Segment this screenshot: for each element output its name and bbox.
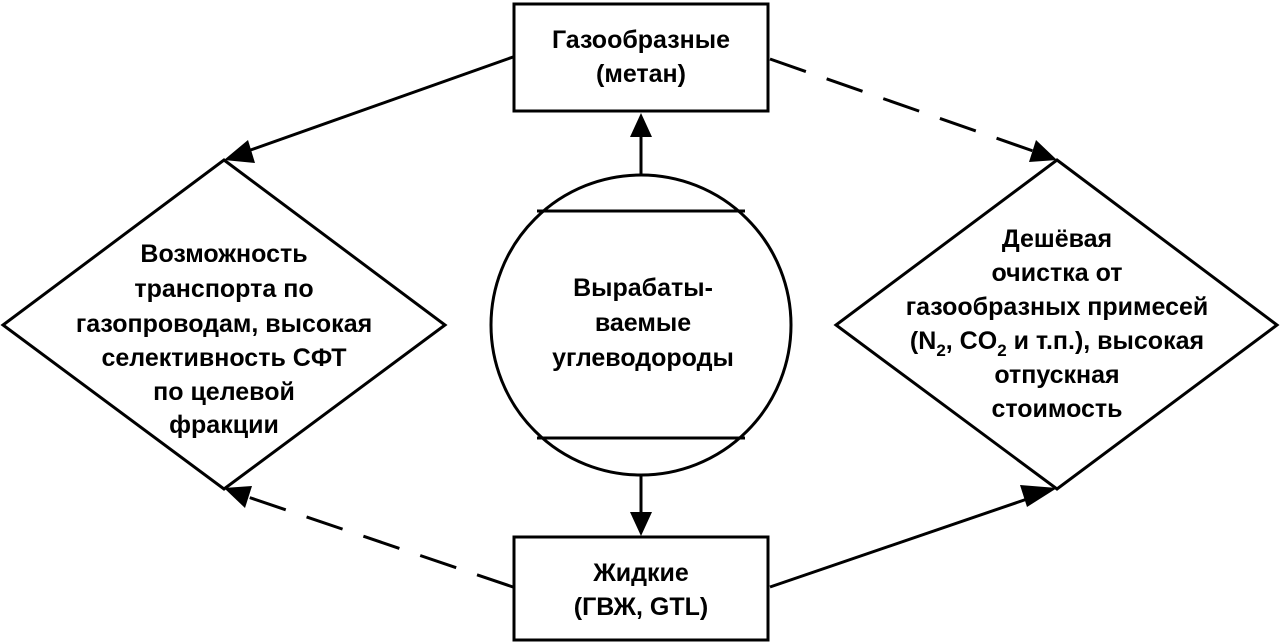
right-diamond-line-1: Дешёвая — [1002, 225, 1112, 253]
right-diamond-line-2: очистка от — [992, 259, 1123, 287]
edge-top-to-left — [244, 55, 514, 154]
gaseous-box-line-2: (метан) — [596, 60, 686, 88]
right-diamond-line-6: стоимость — [991, 395, 1122, 423]
edge-bottom-to-right — [769, 494, 1037, 589]
arrowhead-left-top — [224, 140, 255, 163]
left-diamond-line-6: фракции — [169, 411, 279, 439]
hydrocarbons-circle — [489, 173, 793, 477]
circle-line-1: Вырабаты- — [573, 274, 713, 302]
arrowhead-right-top — [1029, 140, 1057, 162]
circle-line-3: углеводороды — [552, 344, 734, 372]
left-diamond-line-5: по целевой — [153, 378, 295, 406]
arrowhead-bottom-box — [630, 512, 652, 536]
arrowhead-right-bottom — [1020, 485, 1057, 507]
right-diamond-line-5: отпускная — [994, 361, 1119, 389]
left-diamond — [0, 158, 448, 491]
right-diamond-line-4-a: (N — [910, 327, 936, 355]
circle-line-2: ваемые — [595, 309, 691, 337]
right-diamond-line-4-sub-2: 2 — [997, 341, 1006, 360]
liquid-box-line-2: (ГВЖ, GTL) — [574, 593, 708, 621]
liquid-box — [512, 535, 770, 642]
right-diamond-line-4-c: и т.п.), высокая — [1007, 327, 1204, 355]
edge-top-to-right — [769, 57, 1037, 154]
arrowhead-left-bottom — [224, 486, 252, 508]
left-diamond-line-1: Возможность — [140, 240, 307, 268]
arrowhead-top-box — [630, 113, 652, 137]
left-diamond-line-4: селективность СФТ — [102, 344, 347, 372]
right-diamond-line-4-b: , CO — [946, 327, 997, 355]
liquid-box-line-1: Жидкие — [592, 559, 689, 587]
right-diamond-line-4: (N2, CO2 и т.п.), высокая — [910, 327, 1204, 360]
gaseous-box — [512, 2, 770, 113]
right-diamond — [833, 158, 1280, 491]
right-diamond-line-3: газообразных примесей — [906, 293, 1209, 321]
left-diamond-line-2: транспорта по — [134, 275, 313, 303]
right-diamond-line-4-sub-1: 2 — [936, 341, 945, 360]
gaseous-box-line-1: Газообразные — [552, 26, 730, 54]
left-diamond-line-3: газопроводам, высокая — [76, 310, 372, 338]
edge-bottom-to-left — [244, 494, 514, 589]
